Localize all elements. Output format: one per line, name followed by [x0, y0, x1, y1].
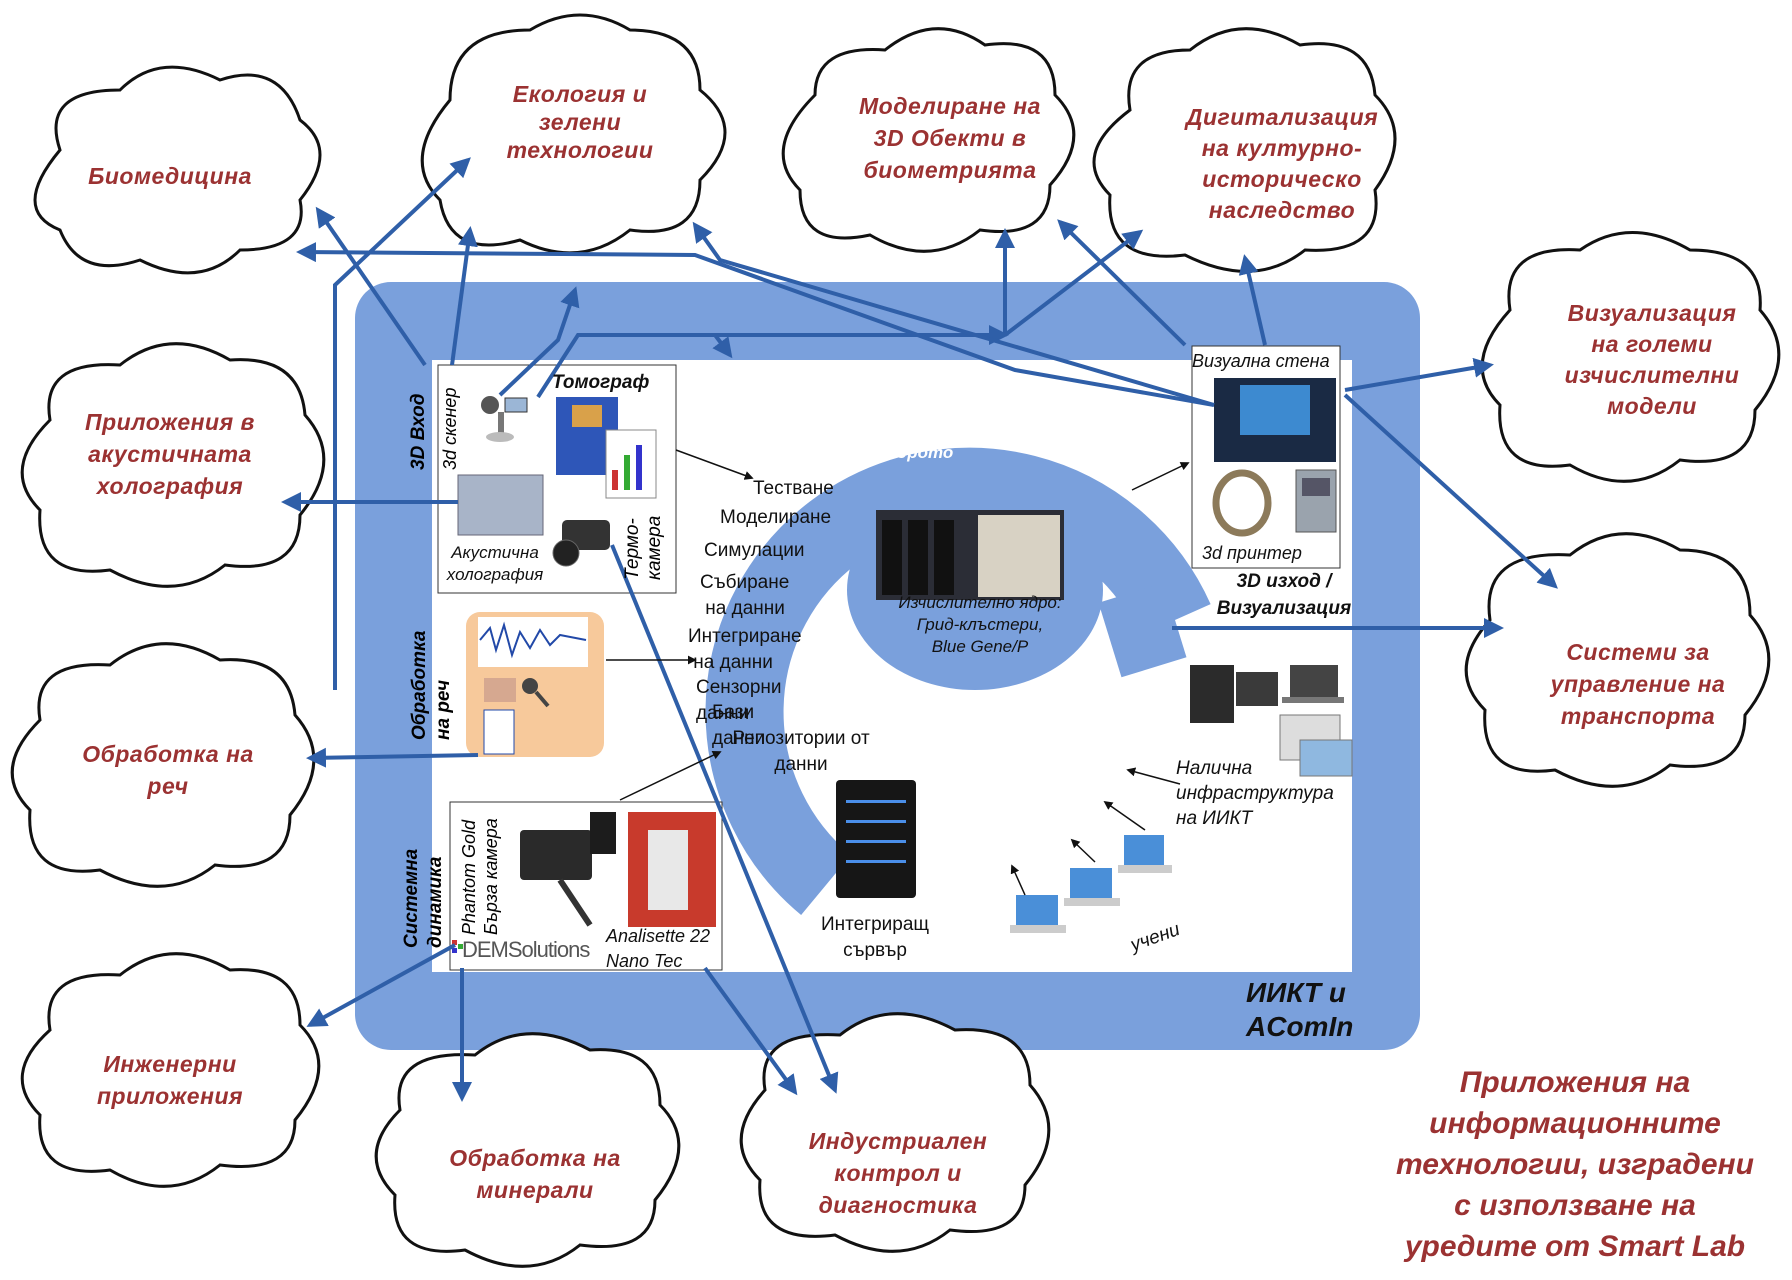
interface-label: Интелигентен интерфейс към/от ядрото	[836, 399, 1004, 462]
ring-item-modeling: Моделиране	[720, 507, 832, 528]
dem-logo-mark	[452, 940, 463, 953]
cloud-digitization	[1092, 27, 1397, 273]
arrow-to-ecology-2	[498, 286, 580, 397]
cloud-label-industrial: Индустриален контрол и диагностика	[808, 1128, 988, 1218]
cloud-minerals	[374, 1032, 681, 1268]
cloud-label-acoustic: Приложения в акустичната холография	[85, 409, 255, 499]
infrastructure-label: Налична инфраструктура на ИИКТ	[1176, 758, 1334, 829]
scanner-label: 3d скенер	[440, 387, 460, 470]
ring-item-sensor-data: Сензорни данни	[696, 677, 782, 724]
cloud-label-transport: Системи за управление на транспорта	[1550, 639, 1726, 729]
cloud-label-minerals: Обработка на минерали	[449, 1145, 621, 1203]
cloud-ecology	[420, 13, 727, 255]
cloud-label-biomedicine: Биомедицина	[88, 163, 252, 189]
cluster-photo-icon	[876, 510, 1064, 600]
dynamics-section-label: Системна динамика	[401, 848, 446, 948]
cloud-speech	[10, 642, 316, 888]
ring-item-data-collection: Събиране на данни	[700, 572, 790, 619]
cloud-transport	[1464, 532, 1771, 788]
ring-item-simulations: Симулации	[704, 540, 805, 561]
phantom-label: Phantom Gold Бърза камера	[459, 818, 501, 935]
cloud-label-visualization: Визуализация на големи изчислителни моде…	[1564, 300, 1740, 419]
speech-section-label: Обработка на реч	[409, 630, 454, 740]
video-wall-screen	[1240, 385, 1310, 435]
cloud-biomedicine	[33, 65, 322, 275]
ring-item-data-integration: Интегриране на данни	[688, 626, 802, 673]
thermo-camera-icon	[552, 520, 610, 567]
arrow-ring-to-output	[1131, 462, 1190, 491]
arrow-to-digitization-2	[1057, 219, 1187, 347]
laptops-icon	[1010, 835, 1172, 933]
printer-label: 3d принтер	[1202, 543, 1302, 563]
arrow-laptop2	[1070, 838, 1096, 863]
thermo-label: Термо- камера	[622, 515, 665, 580]
cloud-label-engineering: Инженерни приложения	[96, 1051, 244, 1109]
arrow-to-biomedicine	[315, 206, 427, 367]
arrow-to-transport-1	[1343, 393, 1558, 589]
cloud-label-modeling3d: Моделиране на 3D Обекти в биометрията	[859, 93, 1041, 183]
arrow-to-engineering	[306, 943, 456, 1027]
arrow-input-to-ring	[675, 449, 754, 480]
video-wall-label: Визуална стена	[1192, 351, 1330, 371]
arrow-laptop3	[1010, 864, 1026, 896]
cloud-label-digitization: Дигитализация на културно- историческо н…	[1185, 104, 1379, 223]
computers-icon	[1190, 665, 1353, 777]
analisette-icon	[628, 812, 716, 927]
tomograph-label: Томограф	[552, 372, 650, 393]
cloud-label-ecology: Екология и зелени технологии	[506, 81, 654, 163]
arrow-to-digitization-1	[1003, 229, 1144, 337]
arrow-laptop1	[1103, 800, 1146, 831]
tomograph-detail	[572, 405, 602, 427]
microphone-icon	[522, 678, 550, 708]
frame-label: ИИКТ и AComIn	[1246, 977, 1354, 1042]
cloud-industrial	[739, 1012, 1051, 1253]
3d-printer-icon	[1295, 469, 1337, 533]
input-section-label: 3D Вход	[408, 393, 429, 470]
cloud-engineering	[20, 952, 321, 1188]
arrow-to-ecology-3	[333, 157, 471, 690]
cloud-label-speech: Обработка на реч	[82, 741, 254, 799]
chart-thumbnail-icon	[605, 429, 657, 499]
arrow-infra-to-ring	[1126, 767, 1181, 785]
scanner-icon	[481, 396, 528, 442]
arrow-to-visualization	[1344, 357, 1494, 392]
acoustic-holography-icon	[457, 474, 544, 536]
output-caption: 3D изход / Визуализация	[1216, 571, 1352, 619]
printed-object-icon	[1212, 469, 1272, 537]
cloud-acoustic	[20, 342, 326, 588]
ring-item-repositories: Репозитории от данни	[732, 728, 870, 775]
server-label: Интегриращ сървър	[820, 914, 930, 961]
arrow-dynamics-to-ring	[619, 751, 722, 801]
dem-solutions-logo: DEMSolutions	[462, 937, 590, 962]
arrow-to-industrial-1	[610, 544, 839, 1094]
arrow-wall-to-ecology	[692, 221, 1215, 407]
core-label: Изчислително ядро: Грид-клъстери, Blue G…	[898, 593, 1062, 656]
head-profile-icon	[483, 709, 515, 755]
arrow-to-industrial-2	[703, 966, 798, 1096]
arrow-to-speech	[306, 747, 479, 768]
server-icon	[836, 780, 916, 898]
cloud-visualization	[1480, 231, 1781, 483]
mouth-icon	[484, 678, 516, 702]
arrow-wall-to-biomedicine	[296, 242, 1215, 407]
page-title: Приложения на информационните технологии…	[1396, 1066, 1754, 1263]
acoustic-label: Акустична холография	[446, 543, 544, 584]
ring-item-databases: Бази данни	[712, 702, 766, 749]
cloud-modeling3d	[781, 27, 1076, 253]
analisette-label: Analisette 22 Nano Tec	[606, 926, 711, 971]
speech-waveform-icon	[478, 617, 588, 667]
arrow-to-tomograph-link	[711, 333, 935, 359]
ring-item-testing: Тестване	[753, 478, 834, 499]
highspeed-camera-icon	[520, 812, 616, 927]
arrow-to-digitization-3	[1238, 254, 1267, 346]
